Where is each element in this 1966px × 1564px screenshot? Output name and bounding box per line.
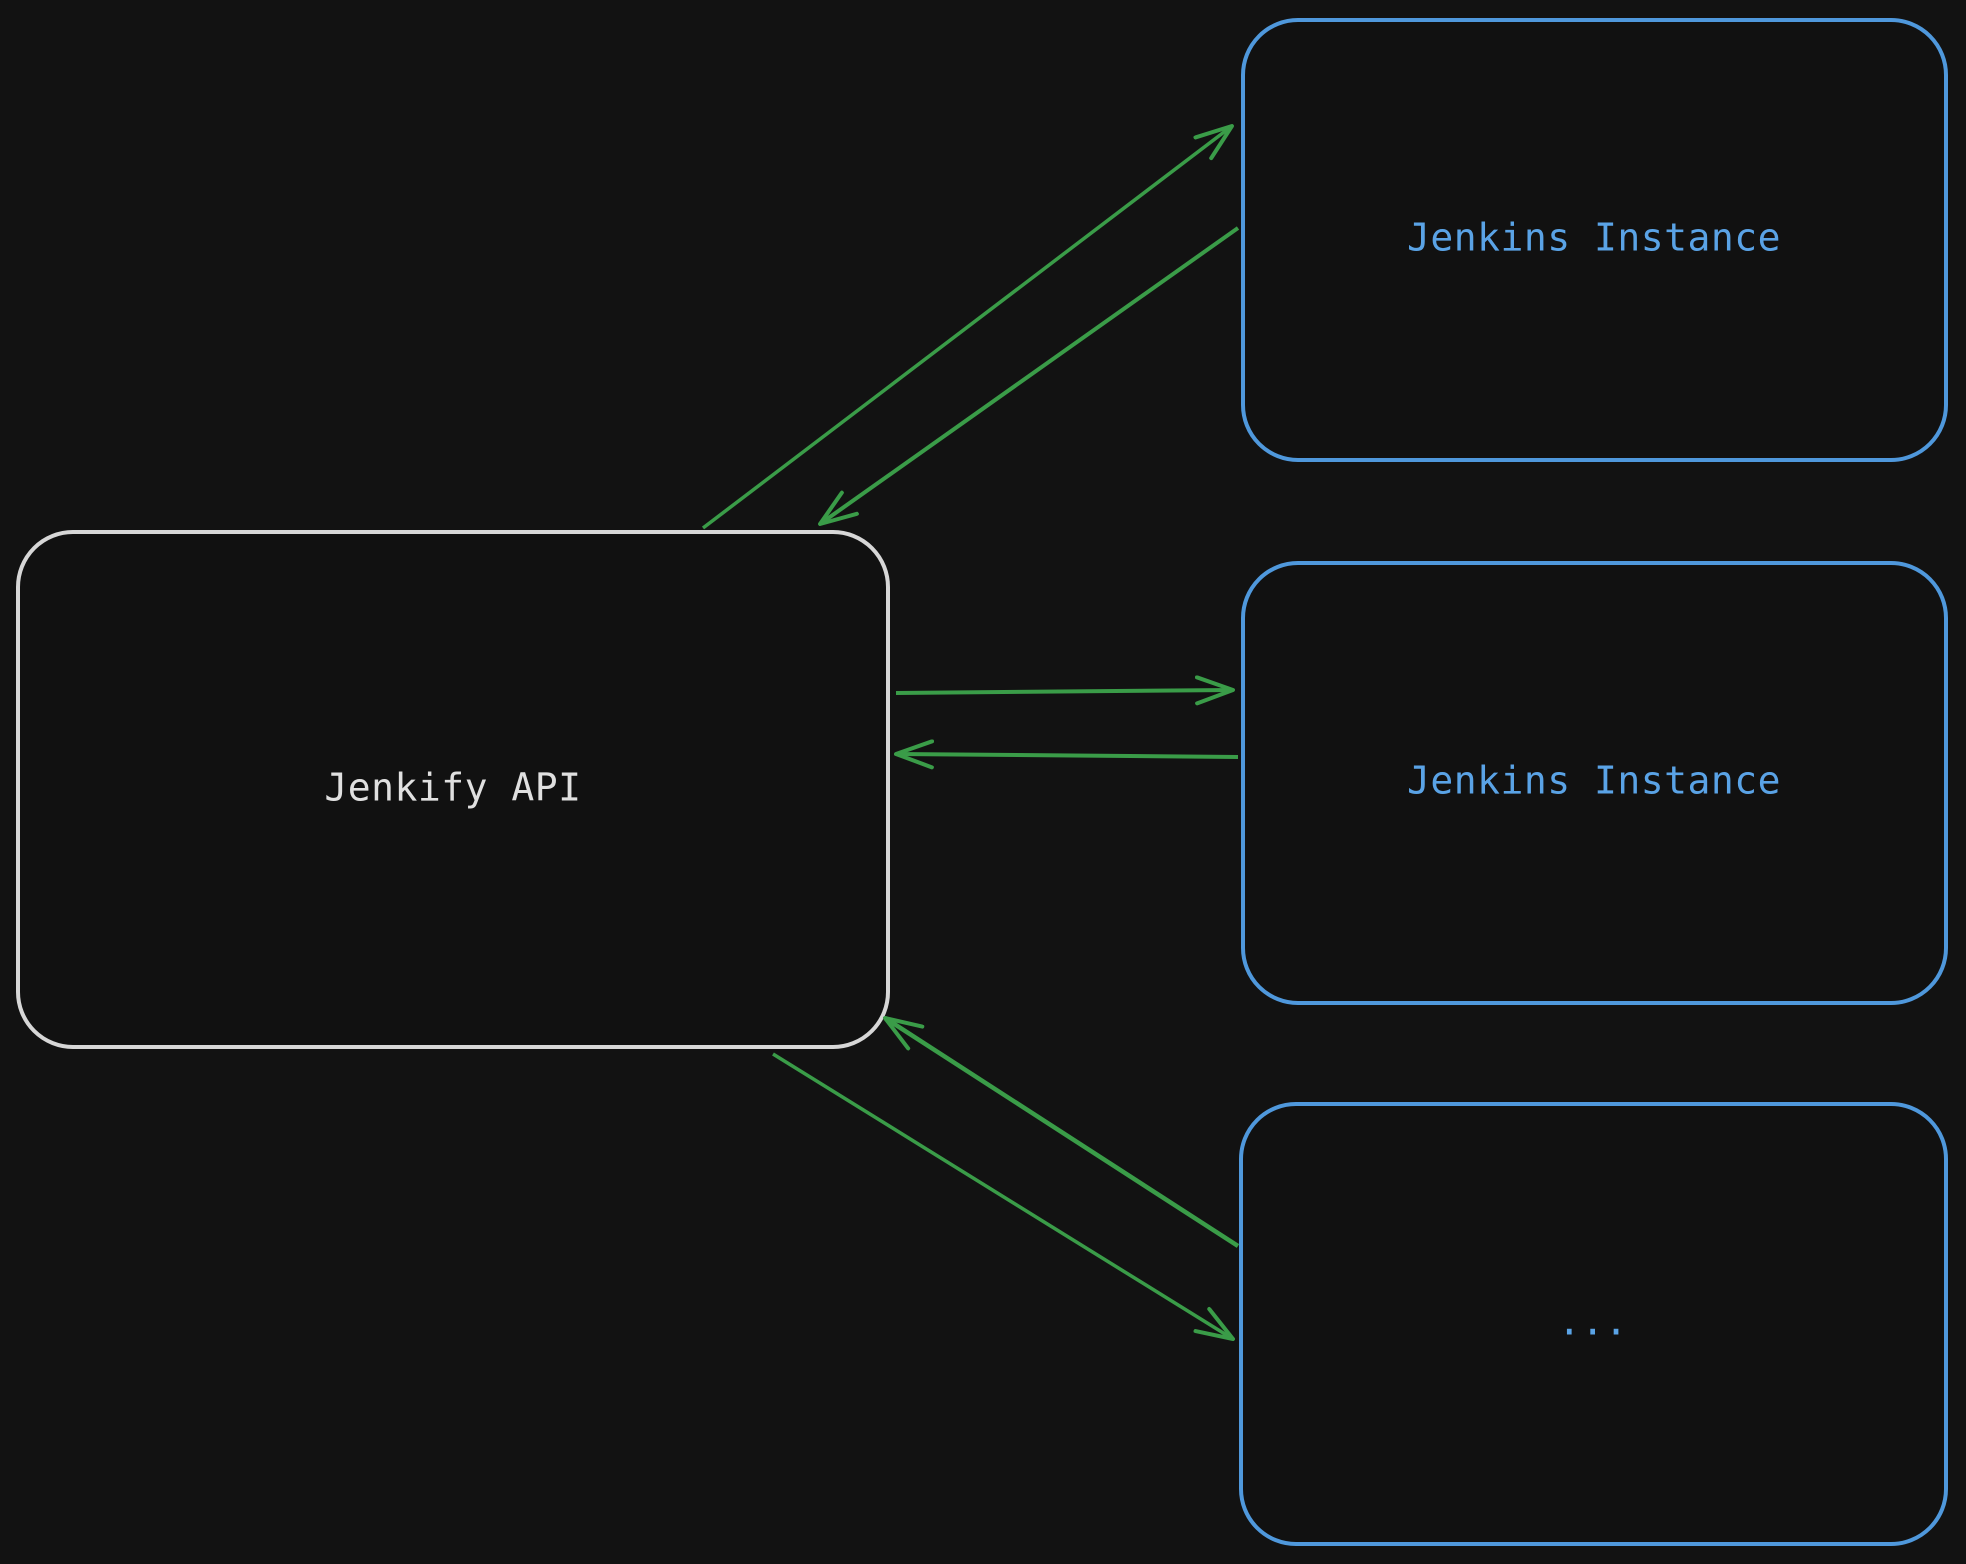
- instance-node-label-2: Jenkins Instance: [1407, 759, 1781, 803]
- arrow-instance-1-to-api: [818, 226, 1240, 526]
- arrow-api-to-instance-2: [895, 675, 1235, 706]
- api-node-label: Jenkify API: [324, 766, 581, 810]
- jenkins-instance-node-1[interactable]: Jenkins Instance: [1241, 18, 1948, 462]
- instance-node-label-3: ...: [1558, 1300, 1628, 1344]
- arrow-api-to-instance-3: [772, 1052, 1235, 1341]
- jenkins-instance-node-3[interactable]: ...: [1239, 1102, 1948, 1546]
- api-node[interactable]: Jenkify API: [16, 530, 890, 1049]
- jenkins-instance-node-2[interactable]: Jenkins Instance: [1241, 561, 1948, 1005]
- arrow-instance-3-to-api: [883, 1016, 1240, 1248]
- arrow-api-to-instance-1: [701, 124, 1234, 530]
- instance-node-label-1: Jenkins Instance: [1407, 216, 1781, 260]
- arrow-instance-2-to-api: [894, 739, 1239, 770]
